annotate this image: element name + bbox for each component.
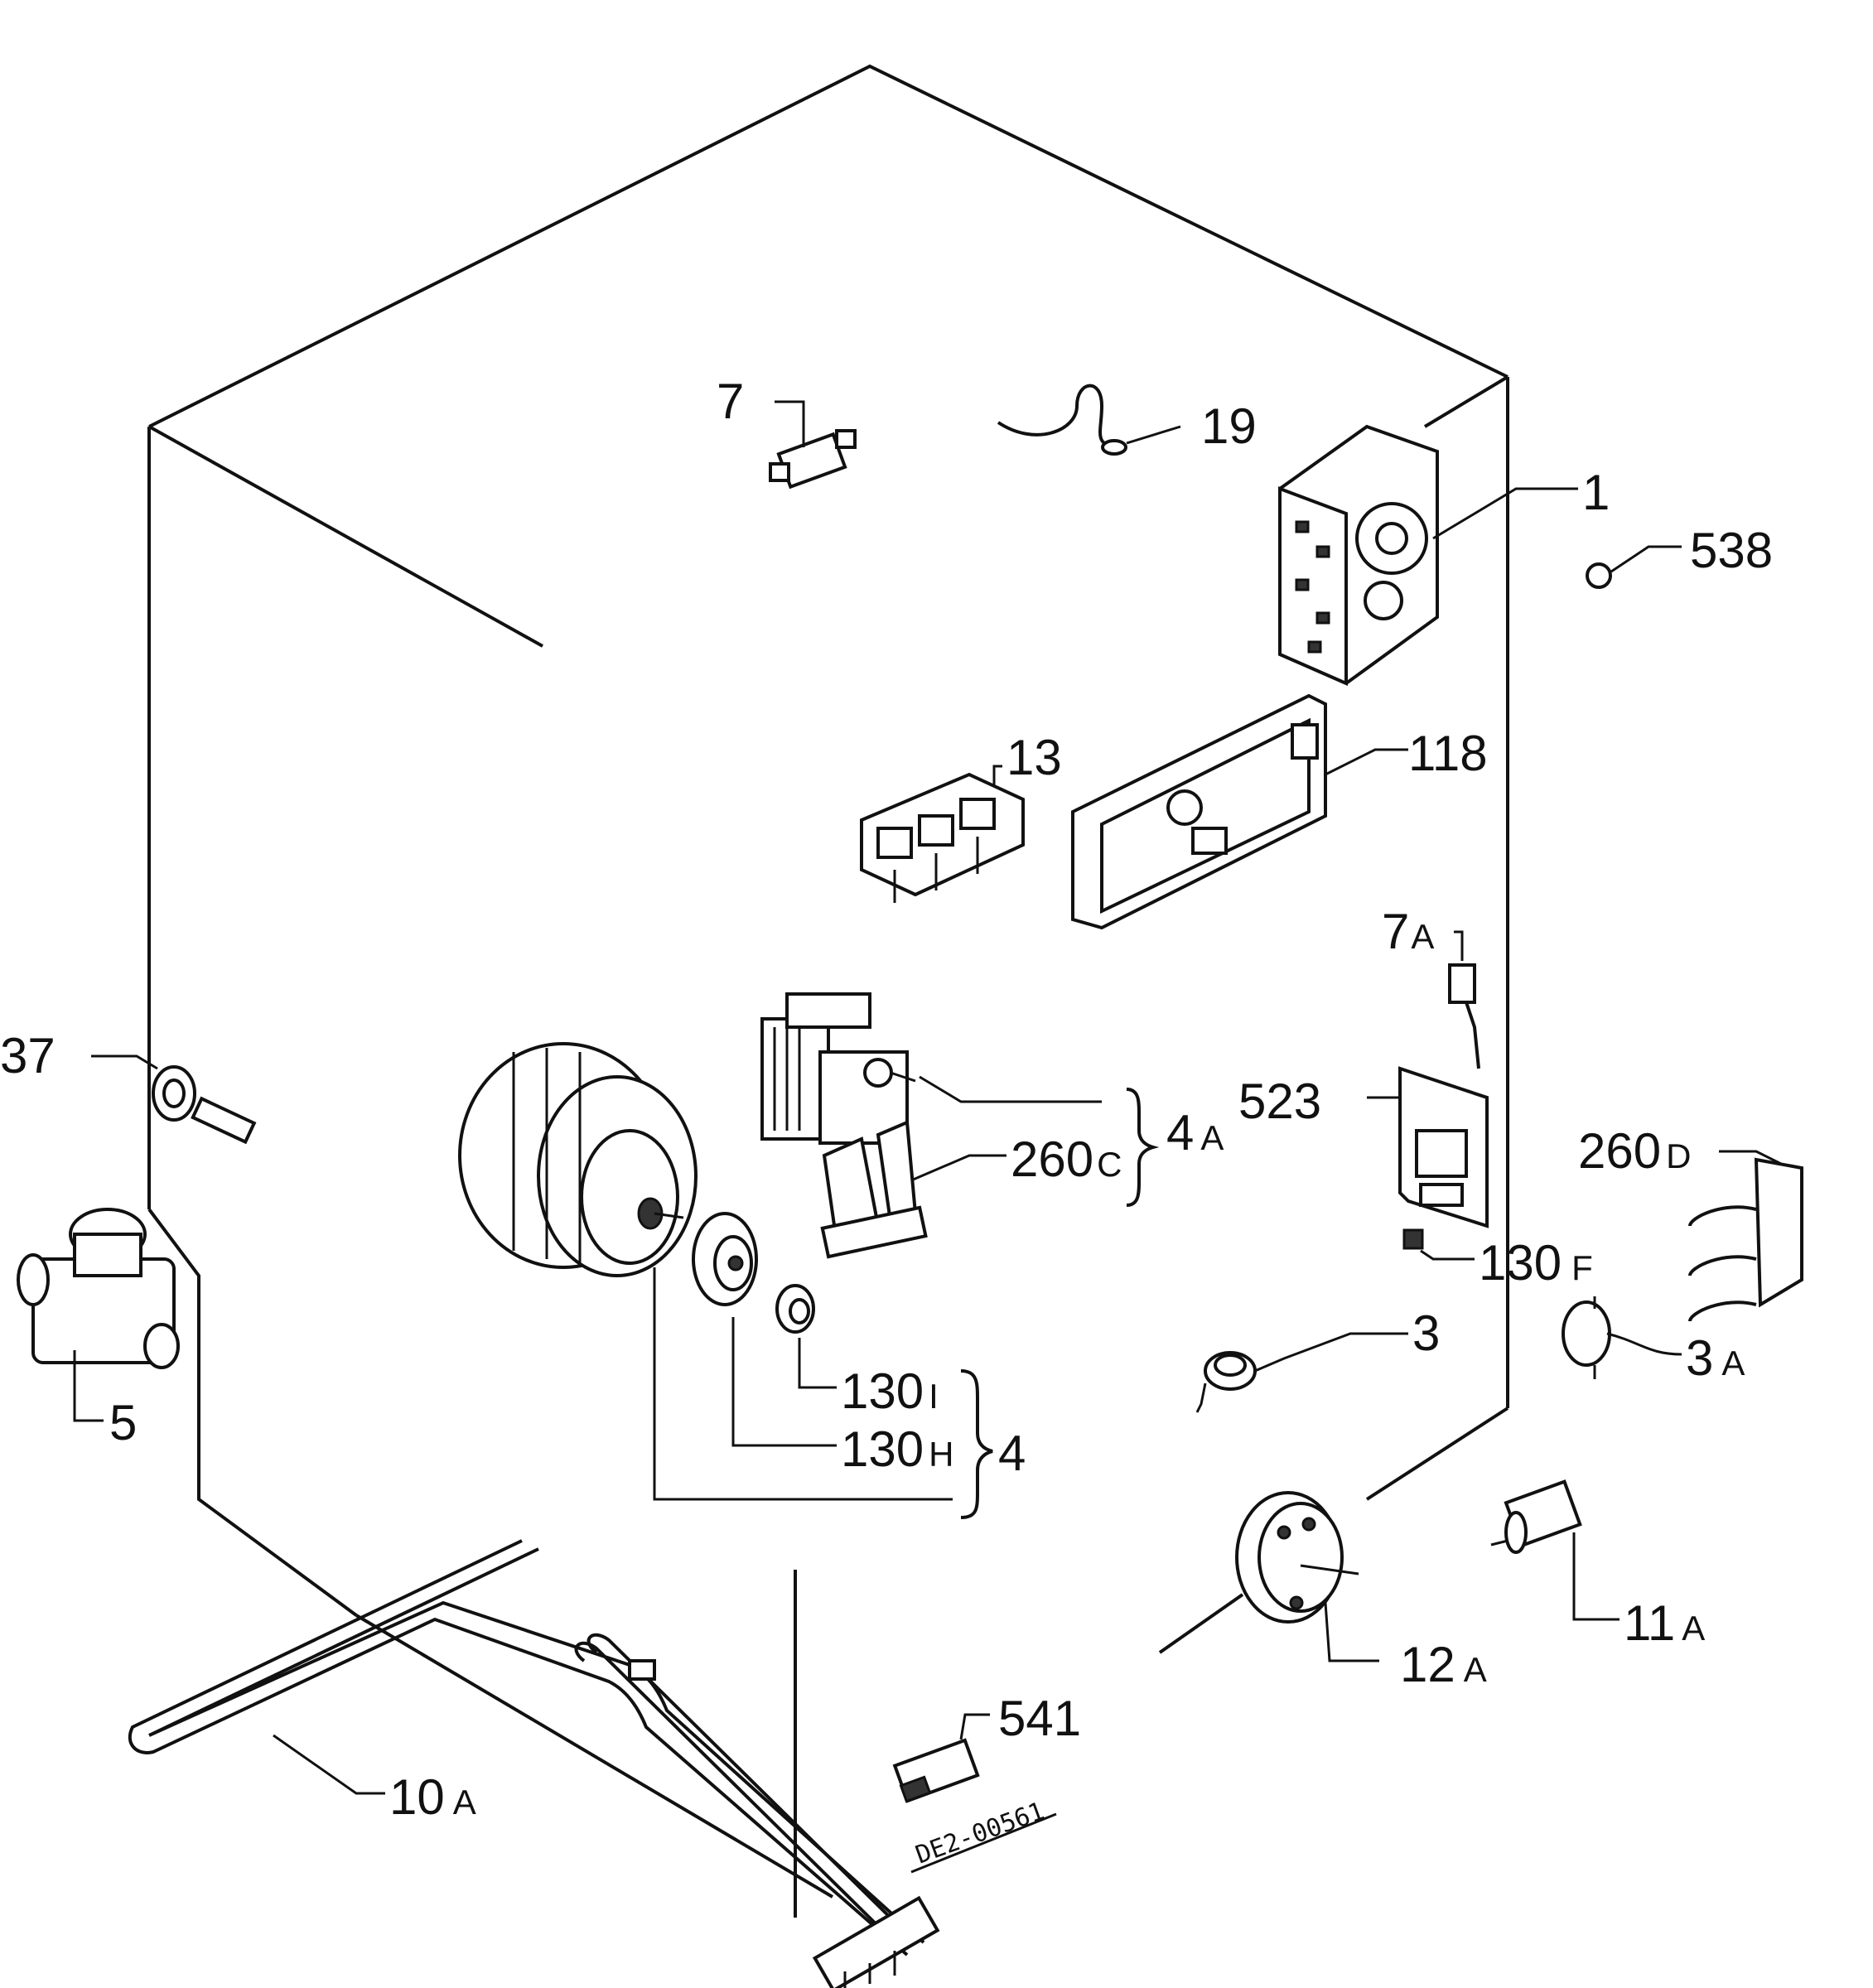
label-37: 37 — [0, 1028, 56, 1083]
part-523-bracket — [1367, 1066, 1489, 1228]
part-19-probe — [997, 384, 1181, 456]
part-3a-thermostat — [1562, 1296, 1682, 1379]
brace-4 — [960, 1369, 993, 1519]
part-260d-bracket — [1688, 1150, 1803, 1322]
part-538-nut — [1586, 545, 1682, 589]
part-10a-heating-element — [128, 1539, 940, 1988]
label-5: 5 — [109, 1395, 137, 1450]
label-118: 118 — [1408, 726, 1488, 781]
label-523: 523 — [1238, 1074, 1321, 1129]
part-260c-bracket — [820, 1120, 1006, 1259]
drawing-code: DE2-00561 — [910, 1797, 1057, 1874]
label-3: 3 — [1412, 1305, 1440, 1361]
drawing-code-text: DE2-00561 — [912, 1797, 1049, 1870]
part-7a-sensor — [1448, 930, 1480, 1069]
label-4: 4 — [998, 1426, 1026, 1481]
label-7a: 7A — [1382, 904, 1434, 959]
label-1: 1 — [1582, 465, 1610, 520]
label-260c: 260C — [1011, 1132, 1122, 1187]
label-538: 538 — [1690, 523, 1773, 578]
part-130f-block — [1402, 1228, 1475, 1261]
part-4a-pump — [760, 992, 1102, 1145]
part-3-pressure-switch — [1195, 1332, 1408, 1413]
part-541-connector — [892, 1713, 990, 1803]
part-1-timer — [1278, 424, 1578, 687]
part-37-door-lock — [91, 1054, 257, 1145]
brace-4a — [1126, 1088, 1160, 1207]
label-19: 19 — [1201, 398, 1257, 454]
part-5-inlet-valve — [17, 1208, 180, 1422]
cabinet-outline — [147, 64, 1509, 1918]
part-4-motor — [458, 1042, 953, 1501]
label-13: 13 — [1006, 730, 1062, 785]
part-130i-bushing — [775, 1284, 837, 1389]
part-7-switch — [769, 400, 857, 490]
label-7: 7 — [717, 374, 744, 429]
part-130h-pulley — [692, 1212, 837, 1447]
part-11a-filter — [1490, 1479, 1620, 1621]
label-541: 541 — [998, 1691, 1081, 1746]
part-13-switch-block — [860, 765, 1025, 903]
part-118-control-module — [1071, 693, 1408, 930]
part-12a-pressure-disk — [1235, 1491, 1379, 1662]
